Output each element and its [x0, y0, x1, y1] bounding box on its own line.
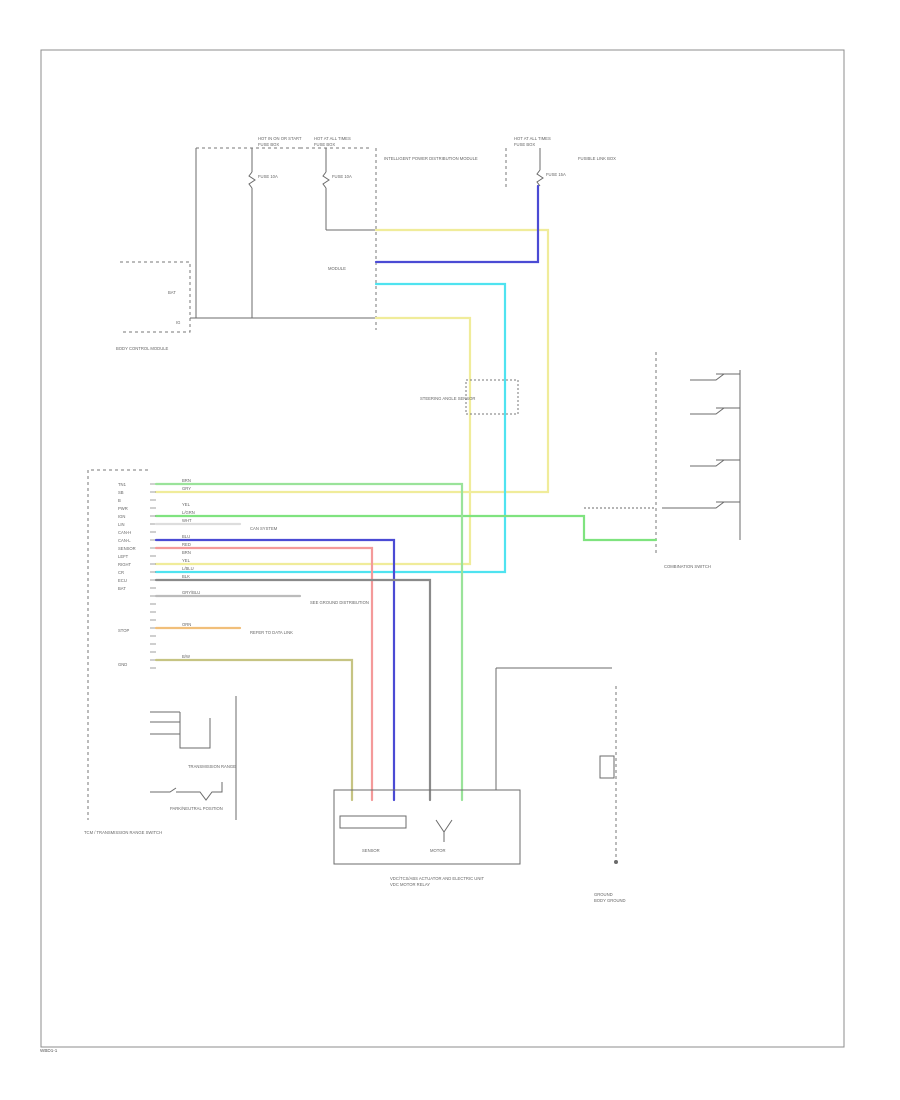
wire-gray — [154, 578, 432, 802]
wire-blue-top — [374, 184, 540, 264]
park-neutral-label: PARK/NEUTRAL POSITION — [170, 806, 223, 811]
pin-label-5: IGN — [118, 514, 125, 519]
wire-olive — [154, 658, 354, 802]
sheet-code: WBD1-1 — [40, 1048, 58, 1053]
pin-label-14: BAT — [118, 586, 126, 591]
pin-label-11: RIGHT — [118, 562, 131, 567]
ipdm-label: INTELLIGENT POWER DISTRIBUTION MODULE — [384, 156, 478, 161]
wire-yellow-lower — [154, 316, 472, 566]
ground-right-sub: BODY GROUND — [594, 898, 626, 903]
fuse-2-label: FUSE 10A — [332, 174, 352, 179]
ground-right-label: GROUND — [594, 892, 613, 897]
pin-label-3: B — [118, 498, 121, 503]
wire-label-9: YEL — [182, 558, 191, 563]
wire-yellow-top — [154, 228, 550, 494]
wire-label-14: B/W — [182, 654, 190, 659]
wire-bundle-lower: CAN SYSTEM SEE GROUND DISTRIBUTION REFER… — [154, 482, 464, 802]
vdc-actuator-unit: SENSOR MOTOR VDC/TCS/ABS ACTUATOR AND EL… — [333, 667, 612, 887]
wire-label-3: YEL — [182, 502, 191, 507]
fuse-3-label: FUSE 15A — [546, 172, 566, 177]
bcm-pin-b: IG — [176, 320, 180, 325]
pin-label-8: CAN-L — [118, 538, 131, 543]
wire-cyan — [154, 282, 507, 574]
pin-label-15: STOP — [118, 628, 130, 633]
combination-switch: COMBINATION SWITCH — [154, 352, 741, 569]
sensor-ref-2-label: REFER TO DATA LINK — [250, 630, 293, 635]
wire-label-7: RED — [182, 542, 191, 547]
pin-label-13: ECU — [118, 578, 127, 583]
right-ground: GROUND BODY GROUND — [594, 686, 626, 903]
pin-label-16: GND — [118, 662, 127, 667]
wire-label-13: ORN — [182, 622, 191, 627]
steering-angle-sensor: STEERING ANGLE SENSOR — [420, 379, 519, 415]
vdc-motor-label: MOTOR — [430, 848, 446, 853]
steering-sensor-label: STEERING ANGLE SENSOR — [420, 396, 475, 401]
pin-label-12: CR — [118, 570, 124, 575]
fusible-link-label: FUSIBLE LINK BOX — [578, 156, 616, 161]
fuse-box-1-sub: FUSE BOX — [258, 142, 279, 147]
wire-label-8: BRN — [182, 550, 191, 555]
pin-label-10: LEFT — [118, 554, 129, 559]
fuse-box-1-label: HOT IN ON OR START — [258, 136, 302, 141]
vdc-sub-label: VDC MOTOR RELAY — [390, 882, 430, 887]
fuse-box-3-sub: FUSE BOX — [514, 142, 535, 147]
wire-red — [154, 546, 374, 802]
pin-label-6: LIN — [118, 522, 125, 527]
wire-label-2: GRY — [182, 486, 191, 491]
combination-switch-label: COMBINATION SWITCH — [664, 564, 711, 569]
fuse-box-3-label: HOT AT ALL TIMES — [514, 136, 551, 141]
transmission-control-module: TN1 SB B PWR IGN LIN CAN-H CAN-L SENSOR … — [84, 469, 237, 835]
fuse-1-label: FUSE 10A — [258, 174, 278, 179]
wire-bundle-upper — [154, 184, 550, 574]
bcm-label: BODY CONTROL MODULE — [116, 346, 169, 351]
pin-label-2: SB — [118, 490, 124, 495]
power-supply-section: HOT IN ON OR START FUSE BOX FUSE 10A HOT… — [116, 136, 616, 351]
can-ref-label: CAN SYSTEM — [250, 526, 278, 531]
bcm-pin-a: BAT — [168, 290, 176, 295]
fuse-box-2-label: HOT AT ALL TIMES — [314, 136, 351, 141]
wire-green-long — [154, 482, 464, 802]
fuse-box-2-sub: FUSE BOX — [314, 142, 335, 147]
vdc-unit-label: VDC/TCS/ABS ACTUATOR AND ELECTRIC UNIT — [390, 876, 485, 881]
pin-label-9: SENSOR — [118, 546, 136, 551]
wire-blue-lower — [154, 538, 396, 802]
wire-label-1: BRN — [182, 478, 191, 483]
wire-green-switch — [154, 514, 658, 542]
tcm-label: TCM / TRANSMISSION RANGE SWITCH — [84, 830, 162, 835]
pin-label-7: CAN-H — [118, 530, 131, 535]
wire-label-10: L/BLU — [182, 566, 194, 571]
wire-label-11: BLK — [182, 574, 190, 579]
wire-labels: BRN GRY YEL L/GRN WHT BLU RED BRN YEL L/… — [182, 478, 200, 659]
sensor-ref-label: SEE GROUND DISTRIBUTION — [310, 600, 369, 605]
vdc-sensor-label: SENSOR — [362, 848, 380, 853]
wire-label-4: L/GRN — [182, 510, 195, 515]
wire-label-12: GRY/BLU — [182, 590, 200, 595]
ipdm-mid-label: MODULE — [328, 266, 346, 271]
transmission-range-label: TRANSMISSION RANGE — [188, 764, 236, 769]
wire-label-5: WHT — [182, 518, 192, 523]
pin-label-4: PWR — [118, 506, 128, 511]
pin-label-1: TN1 — [118, 482, 127, 487]
wire-label-6: BLU — [182, 534, 190, 539]
tcm-pin-labels: TN1 SB B PWR IGN LIN CAN-H CAN-L SENSOR … — [118, 482, 136, 667]
